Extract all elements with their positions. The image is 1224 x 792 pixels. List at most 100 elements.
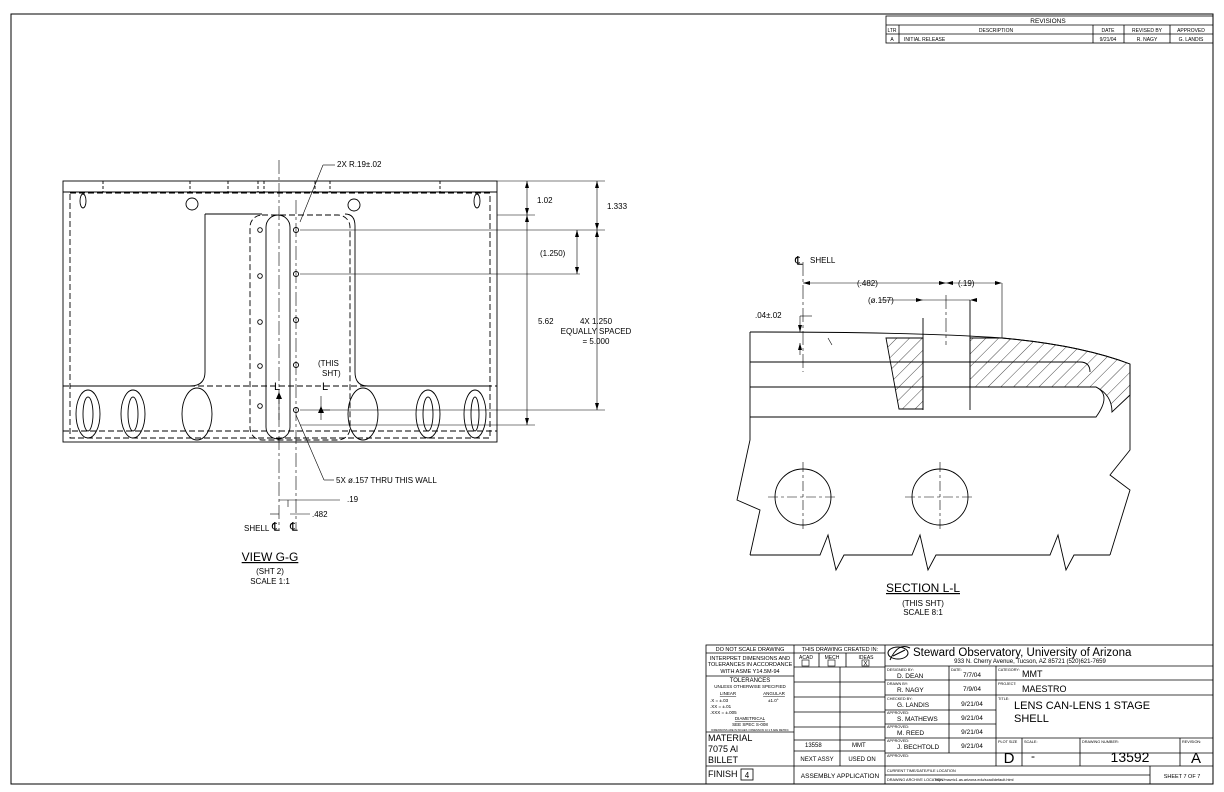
rev-row-revised: R. NAGY (1137, 37, 1158, 43)
material-label: MATERIAL (708, 733, 752, 743)
hatched-region-right (969, 337, 1131, 414)
archive-url: http://mavric1.as.arizona.edu/scad/defau… (935, 778, 1014, 782)
note-linear: LINEAR (720, 691, 737, 696)
dim-spaced-3: = 5.000 (583, 337, 610, 346)
sheet-border (10, 13, 1214, 785)
rev-header-date: DATE (1102, 28, 1116, 34)
section-l-arrowheads (798, 281, 1002, 350)
dim-spaced-1: 4X 1.250 (580, 317, 613, 326)
finish-box (740, 768, 754, 781)
material-value-2: BILLET (708, 755, 739, 765)
note-angular: ANGULAR (763, 691, 786, 696)
centerline-symbol-2: ℄ (289, 520, 298, 534)
approved2-label: APPROVED: (887, 725, 909, 729)
dim-019: .19 (347, 495, 359, 504)
this-sht-2: SHT) (322, 369, 341, 378)
rev-header-revised: REVISED BY (1132, 28, 1163, 34)
note-interpret-3: WITH ASME Y14.5M-94 (720, 669, 779, 675)
org-address: 933 N. Cherry Avenue, Tucson, AZ 85721 (… (954, 659, 1106, 665)
category-label: CATEGORY: (998, 668, 1020, 672)
archive-label: DRAWING ARCHIVE LOCATION (887, 778, 943, 782)
approved3-name: J. BECHTOLD (897, 744, 939, 751)
callout-radius: 2X R.19±.02 (337, 160, 382, 169)
view-g-title: VIEW G-G (242, 550, 299, 564)
drawing-title-1: LENS CAN-LENS 1 STAGE (1014, 700, 1150, 712)
section-l-dimensions (799, 282, 1003, 355)
category-value: MMT (1022, 669, 1043, 679)
revision-value: A (1191, 750, 1201, 767)
rev-row-ltr: A (890, 37, 894, 43)
approved3-date: 9/21/04 (961, 743, 983, 750)
note-tol-3: .XXX = ±.005 (710, 710, 737, 715)
note-diametrical: DIAMETRICAL (735, 716, 766, 721)
view-g-scale: SCALE 1:1 (250, 577, 290, 586)
section-label-left: L (274, 381, 280, 393)
note-fine-print: DIMENSIONS ARE IN INCHES / DIMENSION 10:… (711, 728, 789, 732)
dim-1333: 1.333 (607, 202, 628, 211)
rev-header-ltr: LTR (887, 28, 896, 34)
plot-size-value: D (1004, 750, 1015, 767)
checked-label: CHECKED BY: (887, 697, 913, 701)
assembly-application-label: ASSEMBLY APPLICATION (801, 773, 880, 780)
finish-value: 4 (745, 771, 750, 780)
mech-checkbox (827, 659, 836, 667)
acad-label: ACAD (799, 655, 813, 661)
hatched-region-left (885, 337, 924, 410)
drawn-label: DRAWN BY: (887, 682, 908, 686)
section-centerline-symbol: ℄ (794, 254, 803, 268)
dim-102: 1.02 (537, 196, 553, 205)
note-tol-2: .XX = ±.01 (710, 704, 732, 709)
title-block-grid (705, 644, 1214, 785)
note-unless: UNLESS OTHERWISE SPECIFIED (714, 684, 786, 689)
dim-spaced-2: EQUALLY SPACED (561, 327, 632, 336)
revision-label: REVISION: (1182, 740, 1201, 744)
shell-label: SHELL (244, 524, 270, 533)
drawing-number: 13592 (1111, 749, 1150, 765)
org-name: Steward Observatory, University of Arizo… (913, 647, 1132, 659)
approved1-label: APPROVED: (887, 711, 909, 715)
note-see-spec: SEE SPEC S-008 (732, 722, 768, 727)
designed-date: 7/7/04 (963, 672, 981, 679)
material-value-1: 7075 Al (708, 744, 738, 754)
rev-header-approved: APPROVED (1177, 28, 1205, 34)
scale-label: SCALE: (1024, 740, 1038, 744)
drawn-name: R. NAGY (897, 687, 924, 694)
drawn-date: 7/9/04 (963, 686, 981, 693)
mech-label: MECH (825, 655, 840, 661)
finish-label: FINISH (708, 769, 738, 779)
drawing-title-2: SHELL (1014, 713, 1049, 725)
section-shell-label: SHELL (810, 256, 836, 265)
acad-checkbox (801, 659, 810, 667)
current-location-label: CURRENT TIME/DATE/FILE LOCATION (887, 769, 956, 773)
dim-562: 5.62 (538, 317, 554, 326)
view-g-dimensions (270, 164, 605, 515)
centerline-symbol-1: ℄ (271, 520, 280, 534)
section-l-scale: SCALE 8:1 (903, 608, 943, 617)
approved1-date: 9/21/04 (961, 715, 983, 722)
section-l-l (736, 262, 1131, 572)
date-label: DATE: (951, 668, 962, 672)
designed-name: D. DEAN (897, 673, 924, 680)
created-in-label: THIS DRAWING CREATED IN: (802, 647, 879, 653)
section-label-right: L (322, 381, 328, 393)
rev-row-approved: G. LANDIS (1179, 37, 1204, 43)
section-dim-482: (.482) (857, 279, 878, 288)
note-interpret-2: TOLERANCES IN ACCORDANCE (708, 662, 793, 668)
used-on-value: MMT (852, 743, 866, 749)
plot-size-label: PLOT SIZE (998, 740, 1018, 744)
approved2-date: 9/21/04 (961, 729, 983, 736)
checked-date: 9/21/04 (961, 701, 983, 708)
approved2-name: M. REED (897, 730, 924, 737)
project-label: PROJECT: (998, 682, 1016, 686)
approved3-label: APPROVED: (887, 739, 909, 743)
view-g-arrowheads (276, 181, 599, 425)
scale-value: - (1031, 749, 1035, 763)
rev-header-desc: DESCRIPTION (979, 28, 1014, 34)
rev-row-date: 9/21/04 (1100, 37, 1117, 43)
steward-logo-icon (887, 646, 911, 661)
view-g-sub: (SHT 2) (256, 567, 284, 576)
next-assy-label: NEXT ASSY (800, 757, 833, 763)
view-g-outline (62, 180, 498, 443)
project-value: MAESTRO (1022, 684, 1067, 694)
